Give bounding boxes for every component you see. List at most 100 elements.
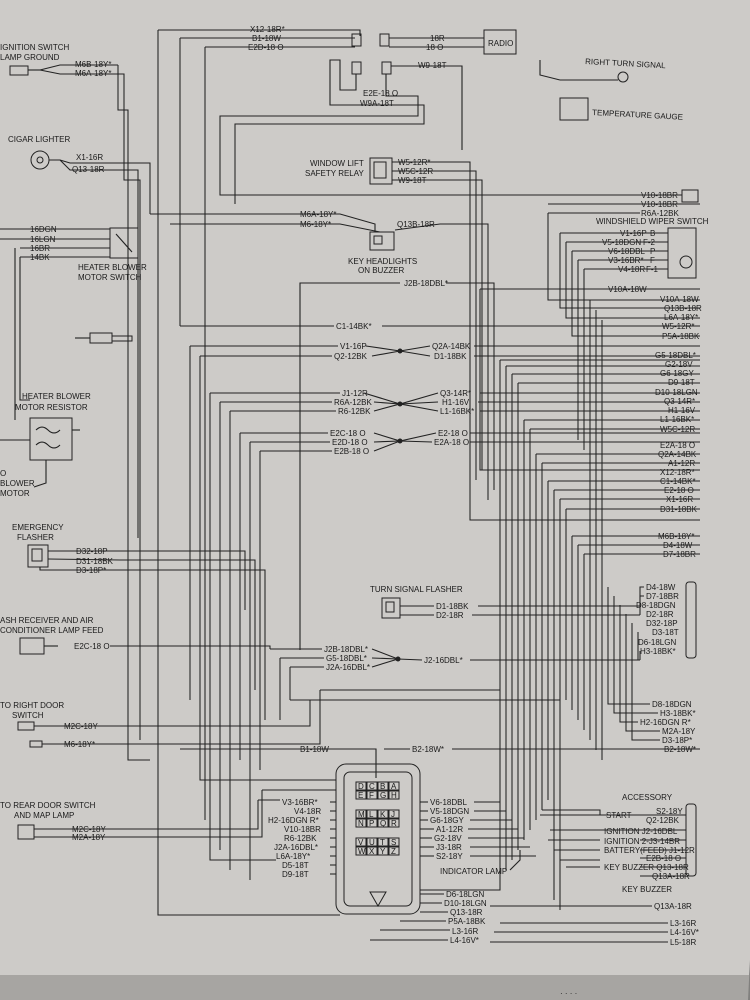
connector-pin-cell — [366, 837, 378, 847]
s3-left-2: E2D-18 O — [332, 438, 368, 447]
connector-pin-label: R — [391, 819, 397, 828]
connector-key-icon — [369, 891, 387, 908]
heater-switch-title-1: HEATER BLOWER — [78, 263, 147, 272]
rear-door-switch: TO REAR DOOR SWITCH AND MAP LAMP M2C-18Y… — [0, 801, 150, 842]
connector-pin-label: B — [380, 782, 385, 791]
right-connector: D4-18W D7-18BR D8-18DGN D2-18R D32-18P D… — [636, 581, 697, 659]
window-lift-relay: WINDOW LIFT SAFETY RELAY W5-12R* W5C-12R… — [305, 157, 460, 185]
s2-left-3: R6-12BK — [338, 407, 371, 416]
connector-pin-cell — [366, 781, 378, 791]
connector-pin-cell — [377, 837, 389, 847]
cigar-lighter: CIGAR LIGHTER X1-16R Q13-18R — [8, 135, 120, 174]
rl-3: W5-12R* — [662, 322, 694, 331]
paper-shadow — [0, 975, 750, 1000]
lower-right-labels: D8-18DGN H3-18BK* H2-16DGN R* M2A-18Y D3… — [640, 700, 696, 754]
window-lift-title-1: WINDOW LIFT — [310, 159, 364, 168]
connector-pin-label: E — [358, 791, 363, 800]
rl-10: Q3-14R* — [664, 397, 695, 406]
s3-right-2: E2A-18 O — [434, 438, 469, 447]
bll-4: R6-12BK — [284, 834, 317, 843]
resistor-title-1: HEATER BLOWER — [22, 392, 91, 401]
connector-pin-cell — [355, 837, 367, 847]
bll-8: D9-18T — [282, 870, 309, 879]
connector-pin-label: V — [358, 838, 364, 847]
top-wire-e2e: E2E-18 O — [363, 89, 398, 98]
c1-wire: C1-14BK* — [336, 322, 372, 331]
bl-4: L3-16R — [452, 927, 478, 936]
key-headlights-buzzer: M6A-18Y* M6-18Y* Q13B-18R KEY HEADLIGHTS… — [150, 210, 475, 650]
lrl-0: D8-18DGN — [652, 700, 692, 709]
bl-0: D6-18LGN — [446, 890, 484, 899]
connector-pin-label: Y — [380, 847, 386, 856]
rear-door-title-1: TO REAR DOOR SWITCH — [0, 801, 96, 810]
bl-1: D10-18LGN — [444, 899, 487, 908]
connector-pin-cell — [366, 809, 378, 819]
ignition-lamp-ground: IGNITION SWITCH LAMP GROUND M6B-18Y* M6A… — [0, 43, 118, 78]
cigar-wire-2: Q13-18R — [72, 165, 105, 174]
wiper-wire-r6a: R6A-12BK — [641, 209, 679, 218]
connector-pin-cell — [355, 809, 367, 819]
top-wire-w9a: W9A-18T — [360, 99, 394, 108]
emergency-title-1: EMERGENCY — [12, 523, 64, 532]
lrl-1: H3-18BK* — [660, 709, 696, 718]
connector-pin-label: J — [391, 810, 395, 819]
connector-pin-label: F — [369, 791, 374, 800]
rl-6: G2-18V — [665, 360, 693, 369]
connector-pin-cell — [388, 790, 400, 800]
rl-11: H1-16V — [668, 406, 696, 415]
connector-pin-label: Q — [380, 819, 386, 828]
conn-4: D32-18P — [646, 619, 678, 628]
temp-gauge-icon — [559, 97, 589, 121]
radio-label: RADIO — [488, 39, 513, 48]
rl-9: D10-18LGN — [655, 388, 698, 397]
s2-right-1: Q3-14R* — [440, 389, 471, 398]
far-right-bottom-labels: Q13A-18R L3-16R L4-16V* L5-18R — [490, 902, 699, 947]
buzzer-wire-4: J2B-18DBL* — [404, 279, 448, 288]
connector-housing — [335, 763, 421, 915]
radio-box — [483, 29, 517, 55]
lrl-4: D3-18P* — [662, 736, 692, 745]
bll-5: J2A-16DBL* — [274, 843, 318, 852]
bll-3: V10-18BR — [284, 825, 321, 834]
flasher-wire-1: D32-18P — [76, 547, 108, 556]
ash-wire: E2C-18 O — [74, 642, 110, 651]
s3-right-1: E2-18 O — [438, 429, 468, 438]
conn-2: D8-18DGN — [636, 601, 676, 610]
heater-switch-title-2: MOTOR SWITCH — [78, 273, 142, 282]
brl-6: S2-18Y — [436, 852, 463, 861]
windshield-wiper-switch: V10-18BR V10-18BR R6A-12BK WINDSHIELD WI… — [480, 189, 709, 294]
rl-14: E2A-18 O — [660, 441, 695, 450]
turn-flasher-wire-1: D1-18BK — [436, 602, 469, 611]
s4-left-1: J2B-18DBL* — [324, 645, 368, 654]
ash-title-1: ASH RECEIVER AND AIR — [0, 616, 94, 625]
connector-pin-label: G — [380, 791, 386, 800]
bl-5: L4-16V* — [450, 936, 479, 945]
s4-left-3: J2A-16DBL* — [326, 663, 370, 672]
connector-pin-cell — [355, 781, 367, 791]
connector-pin-label: T — [380, 838, 385, 847]
s1-left-1: V1-16P — [340, 342, 367, 351]
conn-1: D7-18BR — [646, 592, 679, 601]
turn-bulb-icon — [617, 71, 629, 83]
bl-2: Q13-18R — [450, 908, 483, 917]
connector-pin-label: U — [369, 838, 375, 847]
relay-wire-3: W9-18T — [398, 176, 427, 185]
connector-pin-label: W — [358, 847, 366, 856]
connector-pin-cell — [355, 790, 367, 800]
acc-q2: Q2-12BK — [646, 816, 680, 825]
harness-trunks — [117, 30, 700, 916]
frb-1: L3-16R — [670, 919, 696, 928]
brl-3: A1-12R — [436, 825, 463, 834]
bll-2: H2-16DGN R* — [268, 816, 319, 825]
relay-wire-2: W5C-12R — [398, 167, 433, 176]
key-buzzer-label: KEY BUZZER — [622, 885, 672, 894]
bottom-left-labels: V3-16BR* V4-18R H2-16DGN R* V10-18BR R6-… — [268, 798, 321, 879]
brl-5: J3-18R — [436, 843, 462, 852]
conn-5: D3-18T — [652, 628, 679, 637]
connector-pin-cell — [366, 846, 378, 856]
connector-pin-label: X — [369, 847, 375, 856]
